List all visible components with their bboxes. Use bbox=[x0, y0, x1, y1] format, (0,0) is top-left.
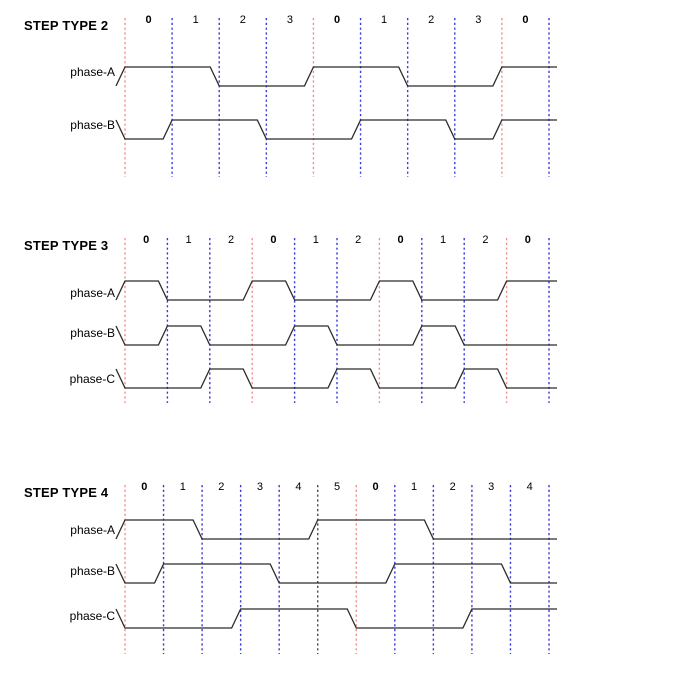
step-number-step-type-2-8: 0 bbox=[522, 14, 529, 26]
block-title-step-type-3: STEP TYPE 3 bbox=[24, 238, 109, 253]
block-title-step-type-4: STEP TYPE 4 bbox=[24, 485, 109, 500]
step-number-step-type-4-5: 5 bbox=[333, 481, 341, 493]
step-number-step-type-4-9: 3 bbox=[488, 481, 495, 493]
step-number-step-type-2-7: 3 bbox=[475, 14, 482, 26]
waveform-step-type-3-phase-A bbox=[115, 280, 557, 301]
waveform-step-type-4-phase-A bbox=[115, 519, 557, 540]
waveform-step-type-3-phase-C bbox=[115, 368, 557, 389]
step-number-step-type-4-7: 1 bbox=[411, 481, 418, 493]
phase-label-step-type-4-phase-B: phase-B bbox=[70, 564, 115, 578]
phase-label-step-type-3-phase-A: phase-A bbox=[70, 286, 115, 300]
step-number-step-type-4-6: 0 bbox=[372, 481, 379, 493]
step-number-step-type-4-8: 2 bbox=[449, 481, 456, 493]
phase-label-step-type-2-phase-A: phase-A bbox=[70, 65, 115, 79]
step-number-step-type-4-2: 2 bbox=[218, 481, 225, 493]
waveform-step-type-4-phase-C bbox=[115, 608, 557, 629]
block-title-step-type-2: STEP TYPE 2 bbox=[24, 18, 109, 33]
waveform-step-type-3-phase-B bbox=[115, 325, 557, 346]
step-number-step-type-4-10: 4 bbox=[526, 481, 533, 493]
step-number-step-type-3-6: 0 bbox=[397, 234, 404, 246]
waveform-step-type-4-phase-B bbox=[115, 563, 557, 584]
step-number-step-type-2-2: 2 bbox=[239, 14, 246, 26]
step-number-step-type-4-1: 1 bbox=[179, 481, 186, 493]
step-number-step-type-3-3: 0 bbox=[270, 234, 277, 246]
step-number-step-type-3-4: 1 bbox=[312, 234, 319, 246]
step-number-step-type-3-1: 1 bbox=[185, 234, 192, 246]
step-number-step-type-3-7: 1 bbox=[439, 234, 447, 246]
step-number-step-type-3-5: 2 bbox=[355, 234, 362, 246]
step-number-step-type-3-8: 2 bbox=[482, 234, 489, 246]
step-number-step-type-2-1: 1 bbox=[192, 14, 199, 26]
step-number-step-type-3-0: 0 bbox=[143, 234, 150, 246]
phase-label-step-type-2-phase-B: phase-B bbox=[70, 118, 115, 132]
phase-label-step-type-4-phase-C: phase-C bbox=[69, 609, 115, 623]
phase-label-step-type-3-phase-B: phase-B bbox=[70, 326, 115, 340]
phase-label-step-type-4-phase-A: phase-A bbox=[70, 523, 115, 537]
step-number-step-type-4-4: 4 bbox=[295, 481, 302, 493]
step-number-step-type-2-6: 2 bbox=[428, 14, 435, 26]
step-number-step-type-3-9: 0 bbox=[524, 234, 531, 246]
phase-label-step-type-3-phase-C: phase-C bbox=[69, 372, 115, 386]
step-number-step-type-2-0: 0 bbox=[145, 14, 152, 26]
step-number-step-type-2-3: 3 bbox=[286, 14, 293, 26]
step-number-step-type-2-4: 0 bbox=[333, 14, 341, 26]
step-number-step-type-2-5: 1 bbox=[381, 14, 388, 26]
waveform-step-type-2-phase-B bbox=[115, 119, 557, 140]
step-number-step-type-3-2: 2 bbox=[227, 234, 235, 246]
step-number-step-type-4-0: 0 bbox=[141, 481, 148, 493]
waveform-step-type-2-phase-A bbox=[115, 66, 557, 87]
step-number-step-type-4-3: 3 bbox=[256, 481, 263, 493]
